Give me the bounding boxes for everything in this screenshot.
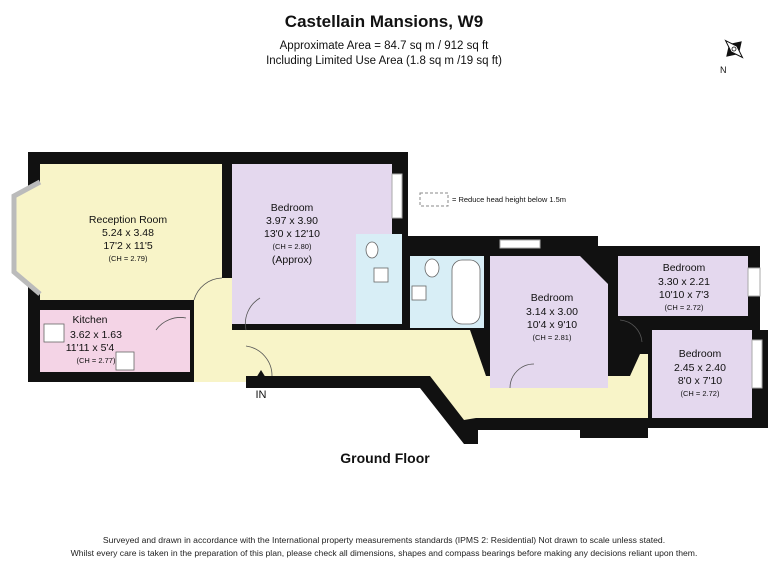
- reception-metric: 5.24 x 3.48: [102, 227, 154, 239]
- kitchen-name: Kitchen: [72, 314, 107, 326]
- bedroom-2: [490, 256, 608, 388]
- bedroom-2-name: Bedroom: [531, 292, 574, 304]
- limited-use-area: Including Limited Use Area (1.8 sq m /19…: [266, 55, 502, 67]
- bay-window: [11, 179, 42, 296]
- bedroom-2-imperial: 10'4 x 9'10: [527, 319, 577, 331]
- footer-disclaimer-1: Surveyed and drawn in accordance with th…: [102, 535, 666, 545]
- bedroom-1-name: Bedroom: [271, 202, 314, 214]
- bedroom-1-door: [245, 297, 261, 331]
- hob-icon: [115, 351, 135, 371]
- kitchen-ceiling-height: (CH = 2.77): [77, 356, 116, 365]
- entrance-door: [245, 345, 273, 377]
- bedroom-1-approx: (Approx): [272, 254, 312, 266]
- reception-ceiling-height: (CH = 2.79): [109, 254, 148, 263]
- bedroom-4-imperial: 8'0 x 7'10: [678, 375, 722, 387]
- sink-icon: [43, 323, 65, 343]
- reception-imperial: 17'2 x 11'5: [103, 240, 153, 252]
- compass-icon: [724, 39, 744, 59]
- bedroom-4-name: Bedroom: [679, 348, 722, 360]
- bedroom-4: [652, 330, 752, 418]
- bedroom-3-ceiling-height: (CH = 2.72): [665, 303, 704, 312]
- entrance-arrow-icon: [256, 370, 266, 378]
- bedroom-3: [618, 256, 748, 316]
- bedroom-2-door: [509, 363, 535, 389]
- floor-label: Ground Floor: [340, 450, 430, 466]
- bedroom-1-imperial: 13'0 x 12'10: [264, 228, 320, 240]
- bedroom-4-ceiling-height: (CH = 2.72): [681, 389, 720, 398]
- plan-title: Castellain Mansions, W9: [284, 12, 484, 31]
- bedroom-2-metric: 3.14 x 3.00: [526, 306, 578, 318]
- bedroom-3-window: [747, 267, 761, 297]
- hallway-link: [194, 278, 232, 338]
- kitchen-metric: 3.62 x 1.63: [70, 329, 122, 341]
- bedroom-1-window: [391, 173, 403, 219]
- entrance-label: IN: [256, 389, 267, 401]
- bedroom-3-metric: 3.30 x 2.21: [658, 276, 710, 288]
- bedroom-3-imperial: 10'10 x 7'3: [659, 289, 709, 301]
- toilet-icon: [365, 241, 379, 259]
- basin-icon-2: [411, 285, 427, 301]
- bath-icon: [451, 259, 481, 325]
- kitchen: [40, 310, 190, 372]
- hallway: [194, 330, 648, 420]
- bedroom-2-window: [499, 239, 541, 249]
- approximate-area: Approximate Area = 84.7 sq m / 912 sq ft: [279, 40, 489, 52]
- bedroom-1-metric: 3.97 x 3.90: [266, 215, 318, 227]
- reception-door: [193, 277, 223, 301]
- reception-name: Reception Room: [89, 214, 167, 226]
- bedroom-3-door: [619, 319, 643, 343]
- bedroom-1-ceiling-height: (CH = 2.80): [273, 242, 312, 251]
- compass-north-label: N: [720, 65, 727, 75]
- reduced-head-height-swatch: [419, 192, 449, 207]
- bedroom-2-ceiling-height: (CH = 2.81): [533, 333, 572, 342]
- bedroom-4-window: [751, 339, 763, 389]
- toilet-icon-2: [424, 258, 440, 278]
- bedroom-4-metric: 2.45 x 2.40: [674, 362, 726, 374]
- legend-label: = Reduce head height below 1.5m: [452, 195, 566, 204]
- kitchen-imperial: 11'11 x 5'4: [66, 342, 115, 354]
- bedroom-3-name: Bedroom: [663, 262, 706, 274]
- kitchen-door: [155, 317, 187, 331]
- reception-room: [14, 164, 222, 300]
- footer-disclaimer-2: Whilst every care is taken in the prepar…: [70, 548, 698, 558]
- basin-icon: [373, 267, 389, 283]
